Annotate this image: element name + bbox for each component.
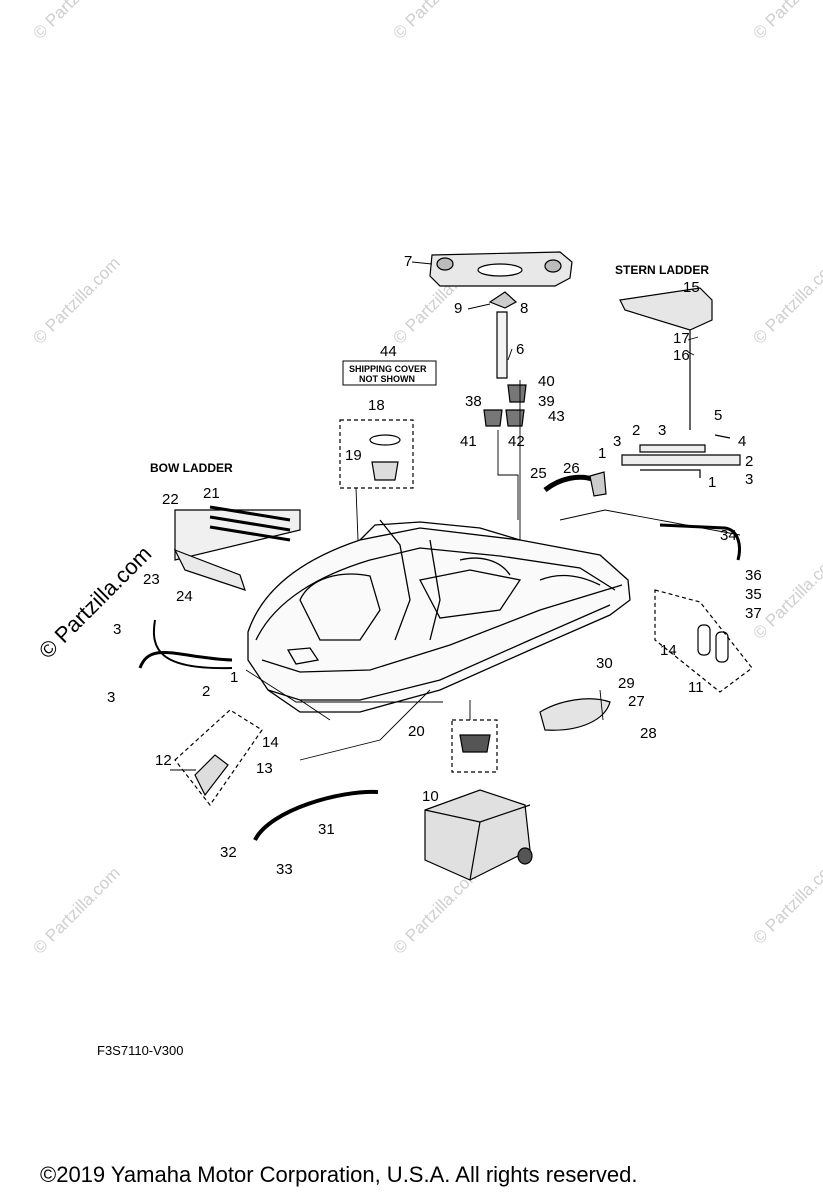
callout-2: 2 — [202, 683, 210, 700]
shipping-cover-box — [342, 360, 437, 386]
callout-3: 3 — [745, 471, 753, 488]
callout-26: 26 — [563, 460, 580, 477]
watermark: © Partzilla.com — [749, 253, 823, 347]
callout-38: 38 — [465, 393, 482, 410]
stern-ladder-part — [619, 287, 713, 331]
callout-22: 22 — [162, 491, 179, 508]
callout-9: 9 — [454, 300, 462, 317]
callout-41: 41 — [460, 433, 477, 450]
callout-31: 31 — [318, 821, 335, 838]
callout-21: 21 — [203, 485, 220, 502]
callout-32: 32 — [220, 844, 237, 861]
watermark-dark: © Partzilla.com — [34, 541, 157, 664]
cup-holder-part — [505, 409, 525, 427]
callout-1: 1 — [230, 669, 238, 686]
callout-35: 35 — [745, 586, 762, 603]
bracket-part — [488, 291, 518, 309]
callout-23: 23 — [143, 571, 160, 588]
callout-30: 30 — [596, 655, 613, 672]
rail-31-part — [253, 789, 379, 842]
callout-40: 40 — [538, 373, 555, 390]
copyright-notice: ©2019 Yamaha Motor Corporation, U.S.A. A… — [40, 1162, 638, 1187]
callout-1: 1 — [708, 474, 716, 491]
rail-34-part — [659, 523, 741, 561]
callout-42: 42 — [508, 433, 525, 450]
callout-27: 27 — [628, 693, 645, 710]
callout-2: 2 — [745, 453, 753, 470]
watermark: © Partzilla.com — [29, 253, 123, 347]
tow-eye-part — [539, 698, 611, 731]
table-post-part — [496, 311, 508, 379]
callout-14: 14 — [660, 642, 677, 659]
callout-3: 3 — [107, 689, 115, 706]
callout-2: 2 — [632, 422, 640, 439]
callout-14: 14 — [262, 734, 279, 751]
shipping-cover-label: NOT SHOWN — [359, 374, 415, 384]
callout-36: 36 — [745, 567, 762, 584]
stern-ladder-label: STERN LADDER — [615, 263, 709, 277]
callout-11: 11 — [688, 679, 704, 696]
callout-4: 4 — [738, 433, 746, 450]
boat-hull-illustration — [247, 519, 631, 713]
grab-handle-part — [543, 474, 596, 493]
callout-37: 37 — [745, 605, 762, 622]
watermark: © Partzilla.com — [749, 0, 823, 43]
callout-8: 8 — [520, 300, 528, 317]
watermark: © Partzilla.com — [389, 0, 483, 43]
stern-rail-part — [621, 454, 741, 466]
cup-holder-part — [507, 384, 527, 403]
callout-44: 44 — [380, 343, 397, 360]
bow-ladder-part — [174, 509, 301, 561]
callout-33: 33 — [276, 861, 293, 878]
callout-18: 18 — [368, 397, 385, 414]
callout-12: 12 — [155, 752, 172, 769]
callout-43: 43 — [548, 408, 565, 425]
bow-rail-part — [138, 651, 233, 669]
bow-ladder-label: BOW LADDER — [150, 461, 233, 475]
callout-39: 39 — [538, 393, 555, 410]
callout-3: 3 — [613, 433, 621, 450]
callout-17: 17 — [673, 330, 690, 347]
callout-3: 3 — [113, 621, 121, 638]
diagram-code: F3S7110-V300 — [97, 1043, 184, 1058]
callout-7: 7 — [404, 253, 412, 270]
watermark: © Partzilla.com — [29, 863, 123, 957]
callout-6: 6 — [516, 341, 524, 358]
callout-numbers: 7 15 9 8 17 44 6 16 40 38 39 18 5 43 41 … — [107, 253, 762, 878]
cup-holder-part — [483, 409, 503, 427]
shipping-cover-label: SHIPPING COVER — [349, 364, 427, 374]
callout-3: 3 — [658, 422, 666, 439]
cleat-bow-box — [174, 709, 263, 807]
callout-19: 19 — [345, 447, 362, 464]
drain-plug-box — [451, 719, 498, 773]
cup-assembly-box — [339, 419, 414, 489]
watermark: © Partzilla.com — [29, 0, 123, 43]
callout-29: 29 — [618, 675, 635, 692]
part-shapes — [138, 251, 753, 881]
callout-13: 13 — [256, 760, 273, 777]
callout-24: 24 — [176, 588, 193, 605]
callout-16: 16 — [673, 347, 690, 364]
leader-lines — [170, 261, 741, 771]
callout-20: 20 — [408, 723, 425, 740]
callout-15: 15 — [683, 279, 700, 296]
watermark: © Partzilla.com — [749, 853, 823, 947]
callout-1: 1 — [598, 445, 606, 462]
callout-5: 5 — [714, 407, 722, 424]
callout-34: 34 — [720, 527, 737, 544]
callout-10: 10 — [422, 788, 439, 805]
callout-25: 25 — [530, 465, 547, 482]
callout-28: 28 — [640, 725, 657, 742]
cleat-assembly-box — [654, 589, 753, 693]
